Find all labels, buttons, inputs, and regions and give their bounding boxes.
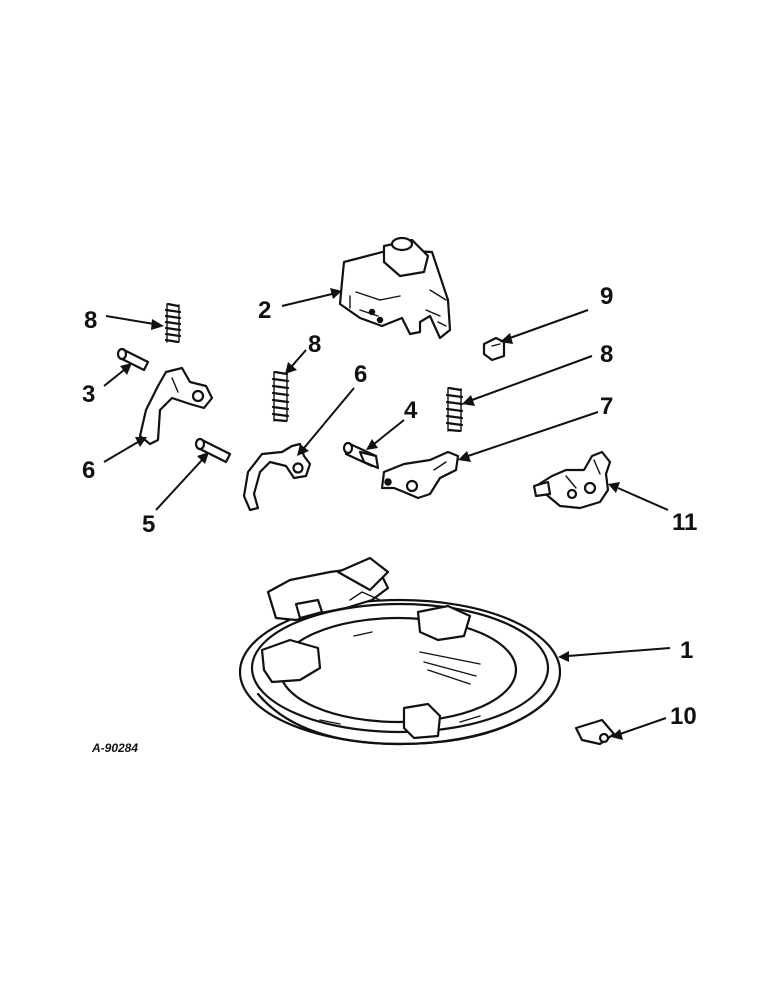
part-8-spring-right <box>445 386 464 433</box>
callout-8b: 8 <box>308 331 321 358</box>
part-3-pin <box>116 347 150 372</box>
part-4-pin <box>342 441 380 470</box>
part-8-spring-middle <box>271 370 290 423</box>
drawing-id: A-90284 <box>91 741 138 755</box>
callout-6b: 6 <box>354 361 367 388</box>
part-2-housing <box>338 236 452 340</box>
callout-labels: 1 2 3 4 5 6 6 7 8 8 8 9 10 11 <box>82 283 697 730</box>
callout-8c: 8 <box>600 341 613 368</box>
leader-lines <box>103 288 671 740</box>
part-6-lever-left <box>138 366 214 446</box>
part-6-lever-middle <box>242 442 312 512</box>
callout-11: 11 <box>672 509 697 536</box>
part-9-clip <box>482 336 506 362</box>
part-8-spring-left <box>164 302 182 344</box>
part-1-base-ring <box>238 556 562 746</box>
callout-1: 1 <box>680 637 693 664</box>
callout-8a: 8 <box>84 307 97 334</box>
callout-5: 5 <box>142 511 155 538</box>
callout-9: 9 <box>600 283 613 310</box>
part-10-bracket <box>574 718 616 746</box>
part-7-latch <box>380 450 460 500</box>
callout-3: 3 <box>82 381 95 408</box>
callout-4: 4 <box>404 397 418 424</box>
part-5-pin <box>194 437 232 464</box>
part-11-latch-assembly <box>532 450 612 510</box>
callout-6a: 6 <box>82 457 95 484</box>
callout-7: 7 <box>600 393 613 420</box>
callout-2: 2 <box>258 297 271 324</box>
callout-10: 10 <box>670 703 697 730</box>
